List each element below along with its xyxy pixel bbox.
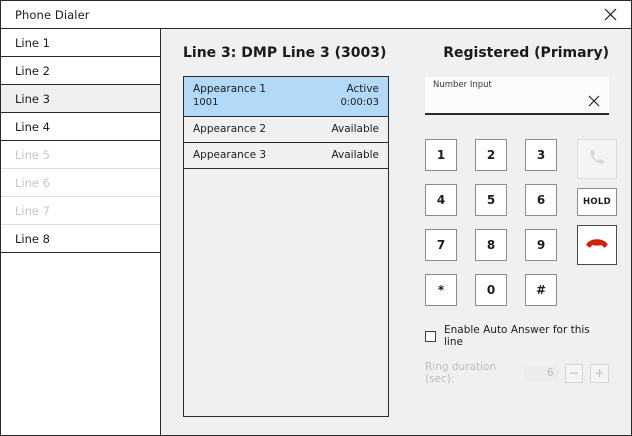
ring-duration-label: Ring duration (sec): — [425, 361, 497, 385]
appearance-secondary-line: 1001 0:00:03 — [193, 96, 379, 110]
hangup-button[interactable] — [577, 225, 617, 265]
hold-button[interactable]: HOLD — [577, 188, 617, 216]
close-icon[interactable] — [599, 4, 621, 26]
number-input[interactable] — [433, 93, 575, 112]
sidebar-item-label: Line 7 — [15, 203, 50, 218]
sidebar-item-line-7: Line 7 — [1, 197, 160, 225]
window-title: Phone Dialer — [15, 7, 90, 22]
appearance-name: Appearance 2 — [193, 123, 267, 135]
phone-hangup-icon — [586, 236, 608, 255]
number-input-field[interactable]: Number Input — [425, 77, 609, 115]
title-bar: Phone Dialer — [1, 1, 631, 29]
key-star[interactable]: * — [425, 274, 457, 306]
key-0[interactable]: 0 — [475, 274, 507, 306]
registration-status: Registered (Primary) — [443, 45, 609, 61]
appearance-name: Appearance 3 — [193, 149, 267, 161]
appearance-name: Appearance 1 — [193, 83, 267, 95]
sidebar-item-line-2[interactable]: Line 2 — [1, 57, 160, 85]
sidebar-item-label: Line 5 — [15, 147, 50, 162]
key-3[interactable]: 3 — [525, 139, 557, 171]
sidebar-item-line-6: Line 6 — [1, 169, 160, 197]
sidebar-item-label: Line 2 — [15, 63, 50, 78]
sidebar-item-label: Line 8 — [15, 231, 50, 246]
ring-duration-row: Ring duration (sec): 6 − + — [425, 361, 610, 385]
sidebar-item-label: Line 4 — [15, 119, 50, 134]
appearance-row[interactable]: Appearance 2 Available — [184, 117, 388, 143]
key-2[interactable]: 2 — [475, 139, 507, 171]
auto-answer-checkbox[interactable] — [425, 330, 436, 342]
line-detail-pane: Line 3: DMP Line 3 (3003) Appearance 1 A… — [161, 29, 411, 435]
key-9[interactable]: 9 — [525, 229, 557, 261]
sidebar-item-line-8[interactable]: Line 8 — [1, 225, 160, 253]
ring-duration-value: 6 — [523, 365, 558, 381]
appearance-list: Appearance 1 Active 1001 0:00:03 Appeara… — [183, 76, 389, 417]
ring-duration-increment: + — [590, 363, 610, 383]
appearance-status: Active — [346, 83, 379, 95]
key-hash[interactable]: # — [525, 274, 557, 306]
appearance-number: 1001 — [193, 97, 219, 108]
key-5[interactable]: 5 — [475, 184, 507, 216]
dialer-options: Enable Auto Answer for this line Ring du… — [425, 324, 610, 385]
clear-number-icon[interactable] — [585, 92, 603, 110]
sidebar-item-line-3[interactable]: Line 3 — [1, 85, 160, 113]
appearance-row[interactable]: Appearance 1 Active 1001 0:00:03 — [184, 77, 388, 117]
key-4[interactable]: 4 — [425, 184, 457, 216]
appearance-primary-line: Appearance 2 Available — [193, 122, 379, 136]
appearance-status: Available — [331, 123, 379, 135]
window-body: Line 1 Line 2 Line 3 Line 4 Line 5 Line … — [1, 29, 631, 435]
number-input-label: Number Input — [433, 80, 492, 90]
call-controls: HOLD — [571, 139, 617, 306]
dialer-pane: Registered (Primary) Number Input 1 2 — [411, 29, 631, 435]
sidebar-item-label: Line 6 — [15, 175, 50, 190]
auto-answer-label: Enable Auto Answer for this line — [444, 324, 590, 348]
key-6[interactable]: 6 — [525, 184, 557, 216]
main-panel: Line 3: DMP Line 3 (3003) Appearance 1 A… — [161, 29, 631, 435]
appearance-status: Available — [331, 149, 379, 161]
key-7[interactable]: 7 — [425, 229, 457, 261]
ring-duration-decrement: − — [564, 363, 584, 383]
appearance-row[interactable]: Appearance 3 Available — [184, 143, 388, 169]
key-1[interactable]: 1 — [425, 139, 457, 171]
appearance-duration: 0:00:03 — [340, 97, 379, 108]
appearance-primary-line: Appearance 1 Active — [193, 82, 379, 96]
sidebar-item-label: Line 3 — [15, 91, 50, 106]
sidebar-empty-space — [1, 253, 160, 435]
appearance-primary-line: Appearance 3 Available — [193, 148, 379, 162]
sidebar-item-line-4[interactable]: Line 4 — [1, 113, 160, 141]
call-button — [577, 139, 617, 179]
keypad-area: 1 2 3 4 5 6 7 8 9 * 0 # — [425, 139, 617, 306]
sidebar-item-line-5: Line 5 — [1, 141, 160, 169]
phone-handset-icon — [588, 148, 606, 170]
key-8[interactable]: 8 — [475, 229, 507, 261]
sidebar-item-label: Line 1 — [15, 35, 50, 50]
sidebar-item-line-1[interactable]: Line 1 — [1, 29, 160, 57]
auto-answer-toggle[interactable]: Enable Auto Answer for this line — [425, 324, 609, 348]
page-title: Line 3: DMP Line 3 (3003) — [183, 45, 387, 61]
dial-keypad: 1 2 3 4 5 6 7 8 9 * 0 # — [425, 139, 557, 306]
line-list-sidebar: Line 1 Line 2 Line 3 Line 4 Line 5 Line … — [1, 29, 161, 435]
